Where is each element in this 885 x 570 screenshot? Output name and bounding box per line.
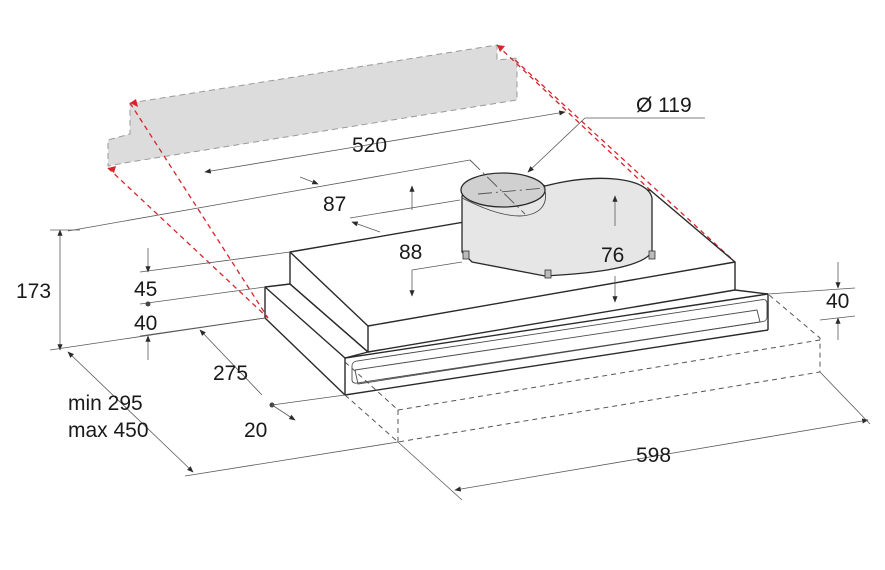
alignment-line-right-inner <box>514 59 736 263</box>
alignment-line-right <box>496 44 651 191</box>
label-598: 598 <box>636 444 671 467</box>
label-20: 20 <box>244 419 267 442</box>
dimension-labels: 520 Ø 119 87 88 76 173 45 40 275 min 295… <box>16 94 849 467</box>
label-40-right: 40 <box>826 290 849 313</box>
red-arrow-bl <box>108 166 116 173</box>
dim-line-520 <box>204 110 566 174</box>
label-88: 88 <box>399 241 422 264</box>
dim-leader-diameter <box>527 117 705 173</box>
label-duct-diameter: Ø 119 <box>636 94 692 117</box>
alignment-line-left-top <box>129 102 269 319</box>
dim-line-min-max <box>67 351 194 473</box>
label-173: 173 <box>16 280 51 303</box>
label-min: min 295 <box>68 392 143 415</box>
label-40-left: 40 <box>134 312 157 335</box>
label-76: 76 <box>601 244 624 267</box>
label-520: 520 <box>352 134 387 157</box>
wall-bracket <box>107 44 518 167</box>
dimension-lines <box>49 110 871 501</box>
label-87: 87 <box>323 193 346 216</box>
front-handle[interactable] <box>351 299 768 384</box>
duct-outlet <box>460 172 546 208</box>
red-arrow-tl <box>130 99 138 107</box>
label-275: 275 <box>213 362 248 385</box>
alignment-line-left-bottom <box>107 167 269 319</box>
alignment-lines <box>107 44 736 319</box>
label-max: max 450 <box>68 419 149 442</box>
dim-line-598 <box>454 418 869 492</box>
red-arrow-tr <box>497 45 505 52</box>
label-45: 45 <box>134 278 157 301</box>
duct-housing <box>460 159 656 279</box>
